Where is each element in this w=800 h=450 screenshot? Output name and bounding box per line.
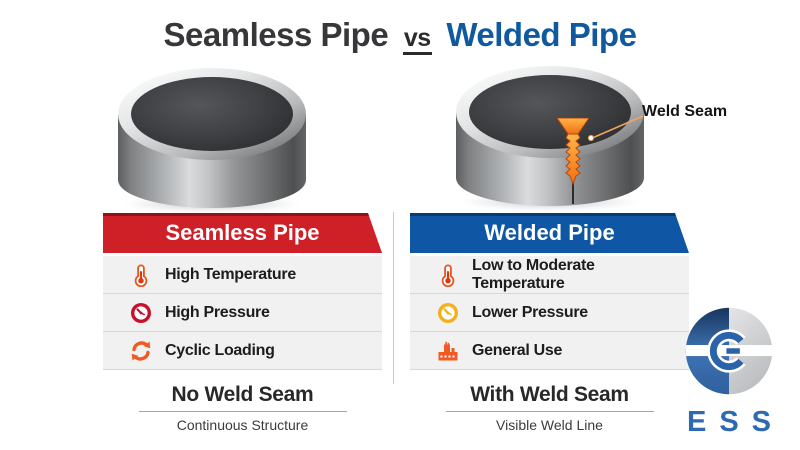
seamless-header-banner: Seamless Pipe: [103, 213, 382, 253]
welded-pipe-image: [456, 66, 644, 206]
list-item: High Pressure: [103, 294, 382, 332]
seamless-footer: No Weld Seam Continuous Structure: [103, 383, 382, 433]
cyclic-loading-icon: [131, 340, 151, 361]
title-seamless: Seamless Pipe: [163, 16, 389, 53]
welded-feature-list: Low to Moderate Temperature Lower Pressu…: [410, 256, 689, 370]
divider: [138, 411, 347, 412]
weld-seam-label: Weld Seam: [642, 103, 728, 120]
seamless-header-label: Seamless Pipe: [165, 220, 320, 245]
pressure-gauge-icon: [438, 302, 458, 323]
logo-emblem-icon: [685, 307, 773, 395]
thermometer-icon: [441, 263, 455, 287]
thermometer-icon: [134, 263, 148, 287]
list-item: Low to Moderate Temperature: [410, 256, 689, 294]
list-item-label: Low to Moderate Temperature: [472, 256, 595, 292]
page-title: Seamless Pipe vs Welded Pipe: [0, 16, 800, 55]
company-logo: ESS: [658, 305, 800, 439]
seamless-pipe-image: [118, 68, 306, 208]
list-item: General Use: [410, 332, 689, 370]
welded-header-label: Welded Pipe: [484, 220, 615, 245]
list-item-label: High Pressure: [165, 303, 270, 321]
list-item-label: Cyclic Loading: [165, 341, 275, 359]
welded-header-banner: Welded Pipe: [410, 213, 689, 253]
factory-icon: [438, 341, 458, 360]
welded-footer-subtitle: Visible Weld Line: [496, 417, 603, 433]
weld-seam-icon: [556, 118, 590, 204]
welded-footer: With Weld Seam Visible Weld Line: [410, 383, 689, 433]
list-item-label: General Use: [472, 341, 563, 359]
list-item: Cyclic Loading: [103, 332, 382, 370]
pressure-gauge-icon: [131, 302, 151, 323]
seamless-footer-title: No Weld Seam: [171, 383, 314, 406]
weld-seam-leader-line: [587, 115, 644, 142]
list-item-label: High Temperature: [165, 265, 296, 283]
list-item: Lower Pressure: [410, 294, 689, 332]
seamless-footer-subtitle: Continuous Structure: [176, 417, 309, 433]
title-vs: vs: [402, 24, 432, 55]
column-divider: [393, 212, 394, 384]
list-item: High Temperature: [103, 256, 382, 294]
seamless-feature-list: High Temperature High Pressure Cyclic Lo…: [103, 256, 382, 370]
title-welded: Welded Pipe: [446, 16, 637, 53]
logo-text: ESS: [686, 406, 785, 438]
welded-footer-title: With Weld Seam: [470, 383, 629, 406]
divider: [445, 411, 654, 412]
list-item-label: Lower Pressure: [472, 303, 588, 321]
